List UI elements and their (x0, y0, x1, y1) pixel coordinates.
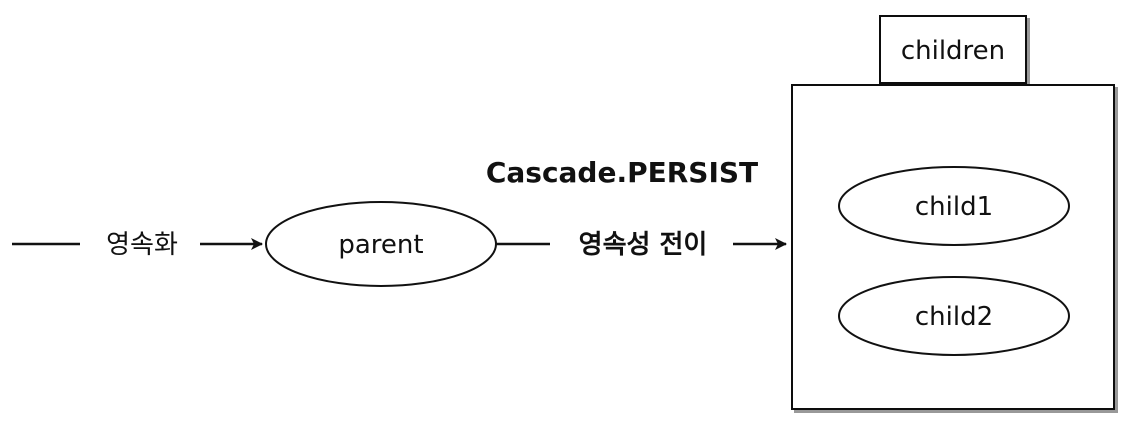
entry-label: 영속화 (106, 230, 178, 260)
children-collection-box (791, 84, 1115, 410)
child1-node (838, 166, 1070, 246)
cascade-label: Cascade.PERSIST (486, 156, 758, 189)
parent-label: parent (338, 230, 423, 260)
child1-label: child1 (915, 192, 993, 222)
child2-label: child2 (915, 302, 993, 332)
child2-node (838, 276, 1070, 356)
children-label: children (901, 36, 1005, 66)
transition-label: 영속성 전이 (579, 230, 708, 260)
children-tab (879, 15, 1027, 84)
